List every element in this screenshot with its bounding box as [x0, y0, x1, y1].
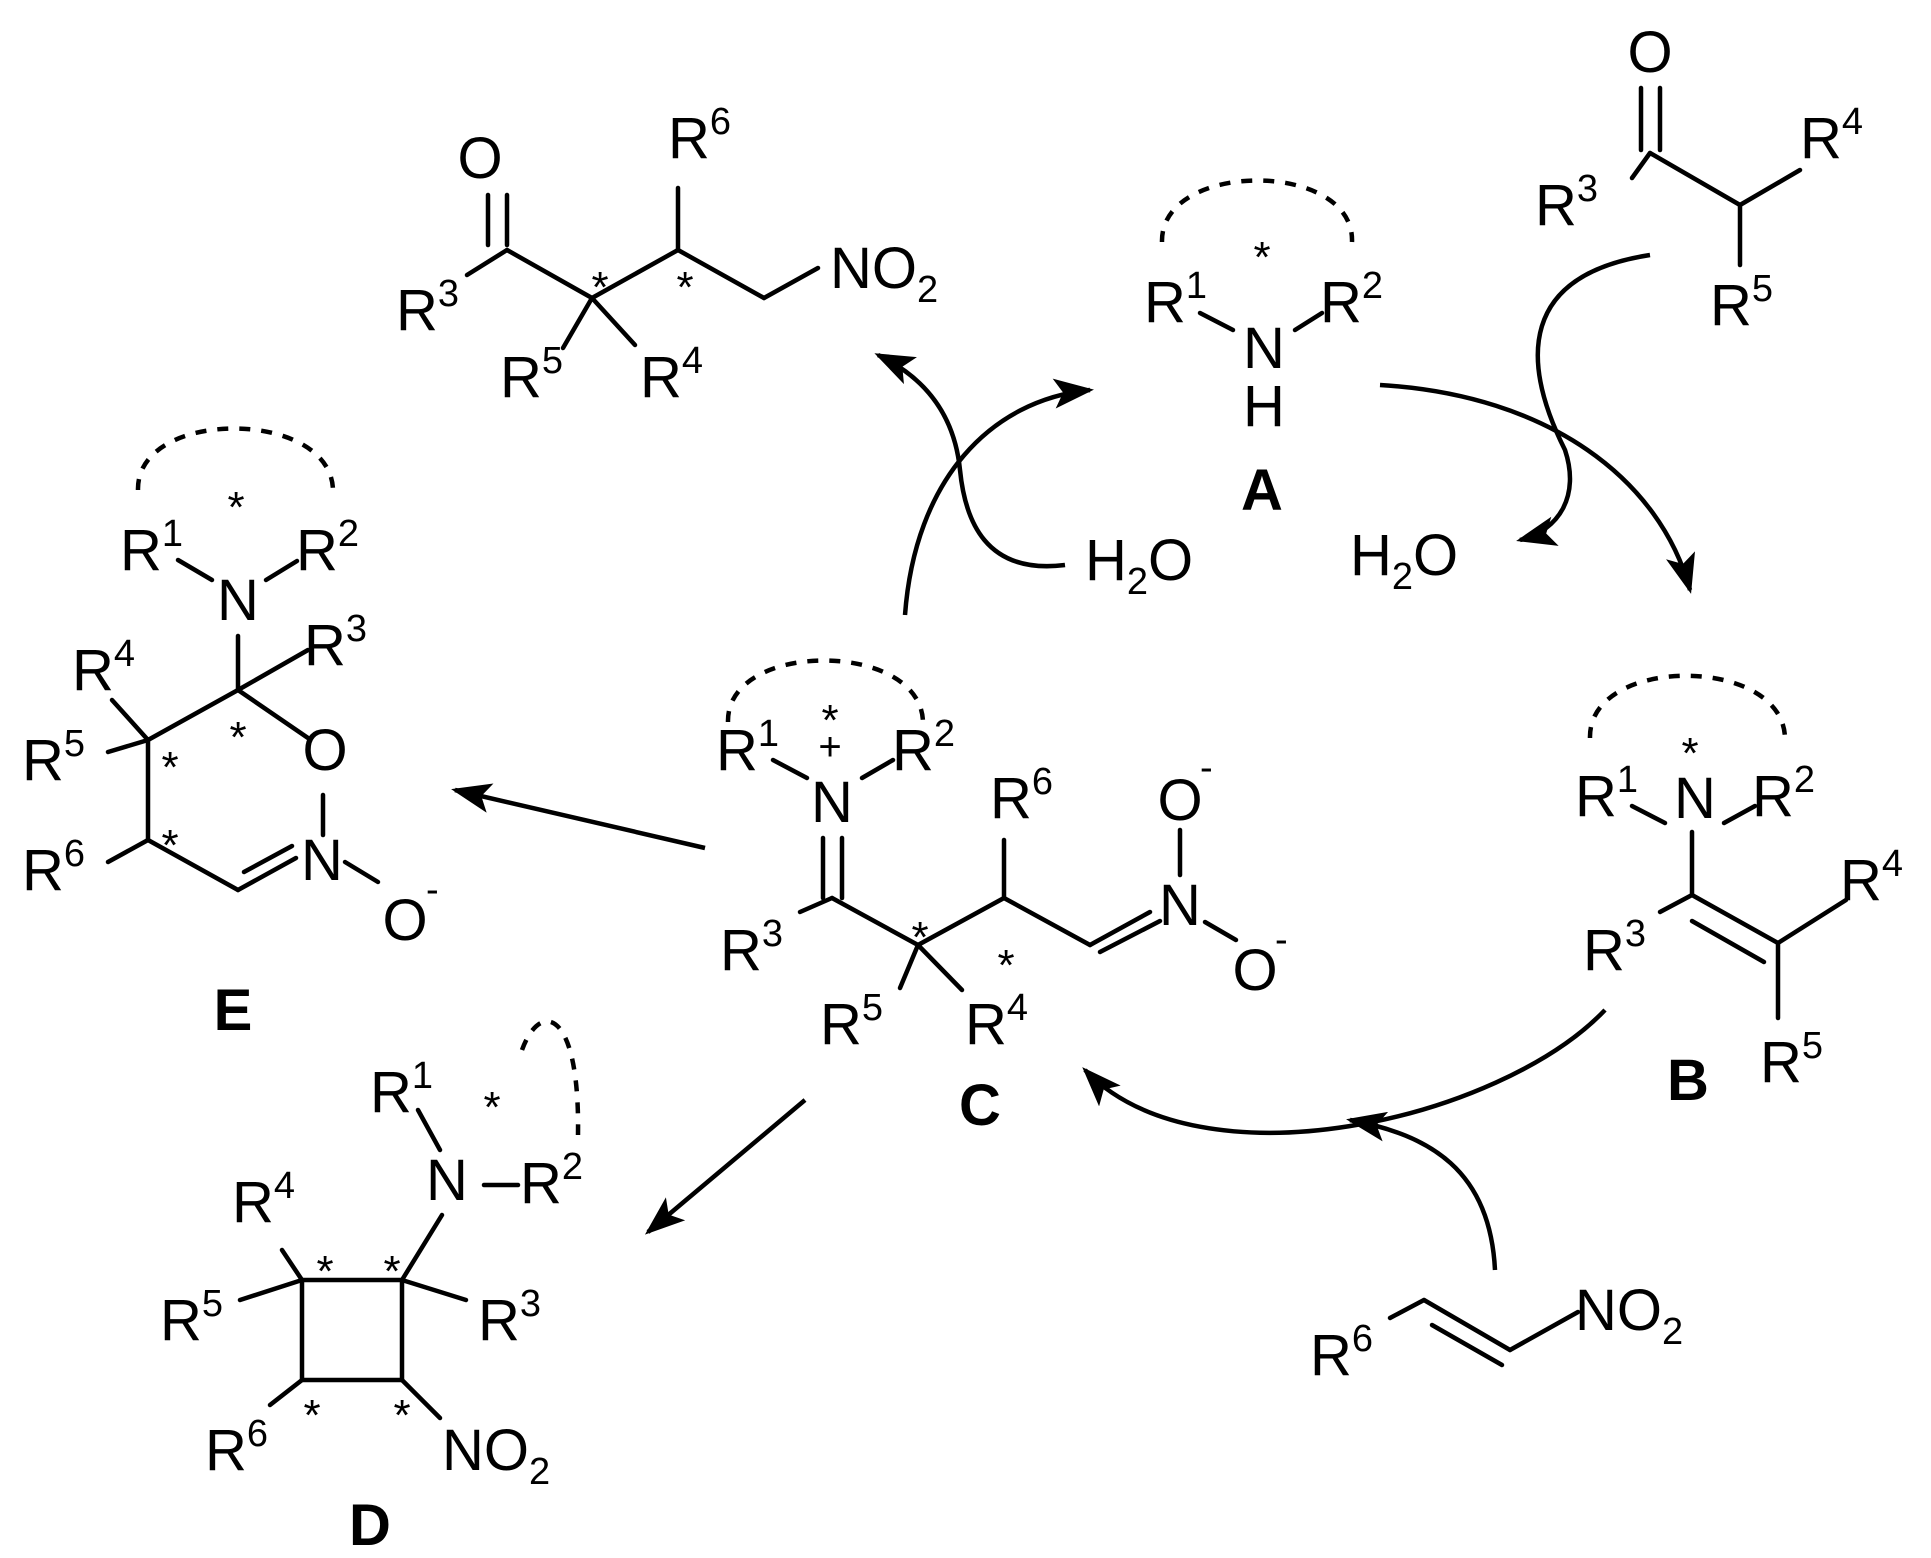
label-e: E — [214, 978, 253, 1043]
c-minus-1: - — [1200, 747, 1213, 789]
e-stereo-2: * — [161, 743, 178, 792]
product-r4: R4 — [640, 340, 703, 410]
e-r4: R4 — [72, 633, 135, 703]
e-stereo-1: * — [229, 713, 246, 762]
d-r3: R3 — [478, 1283, 541, 1353]
b-nitrogen: N — [1674, 766, 1716, 831]
a-r1: R1 — [1144, 265, 1207, 335]
c-stereo-1: * — [911, 913, 928, 962]
nitroalkene-no2: NO2 — [1575, 1278, 1683, 1353]
e-r3: R3 — [304, 608, 367, 678]
c-r6: R6 — [990, 761, 1053, 831]
product-oxygen: O — [457, 126, 502, 191]
c-r4: R4 — [965, 987, 1028, 1057]
d-r1: R1 — [370, 1055, 433, 1125]
c-r1: R1 — [716, 713, 779, 783]
ketone-r4: R4 — [1800, 101, 1863, 171]
ketone-r5: R5 — [1710, 268, 1773, 338]
b-r5: R5 — [1760, 1025, 1823, 1095]
compound-a-amine: * R1 R2 N H A — [1144, 178, 1383, 523]
e-ring-oxygen: O — [302, 718, 347, 783]
c-nitronate-nitrogen: N — [1159, 873, 1201, 938]
b-r3: R3 — [1583, 913, 1646, 983]
d-r4: R4 — [232, 1165, 295, 1235]
ketone-oxygen: O — [1627, 20, 1672, 85]
c-nitrogen: N — [811, 770, 853, 835]
e-stereo-3: * — [161, 821, 178, 870]
arrow-c-to-e — [451, 783, 706, 851]
product-r5: R5 — [500, 340, 563, 410]
e-r6: R6 — [22, 833, 85, 903]
e-exo-oxygen: O — [382, 888, 427, 953]
product-r3: R3 — [396, 273, 459, 343]
nitro-ketone-product: O R3 R6 NO2 R5 R4 * * — [396, 101, 938, 410]
arrow-nitroalkene-in — [1346, 1111, 1498, 1271]
arrow-b-to-c — [1082, 1008, 1607, 1135]
arrow-ketone-in — [1516, 252, 1651, 546]
d-r2: R2 — [520, 1146, 583, 1216]
d-stereo-2: * — [383, 1247, 400, 1296]
product-r6: R6 — [668, 101, 731, 171]
c-stereo-top: * — [821, 696, 838, 745]
c-nitronate-oxygen-2: O — [1232, 938, 1277, 1003]
a-hydrogen: H — [1243, 374, 1285, 439]
e-nitrogen: N — [217, 568, 259, 633]
e-ring-nitrogen: N — [301, 828, 343, 893]
arrow-water-to-product — [874, 352, 1066, 569]
label-d: D — [349, 1493, 391, 1558]
ketone-substrate: O R3 R4 R5 — [1535, 20, 1863, 338]
b-r2: R2 — [1752, 759, 1815, 829]
compound-b-enamine: * R1 R2 N R3 R4 R5 B — [1575, 673, 1903, 1113]
product-stereo-1: * — [591, 263, 608, 312]
a-stereo: * — [1253, 233, 1270, 282]
e-r1: R1 — [120, 513, 183, 583]
d-stereo-4: * — [393, 1391, 410, 1440]
c-r5: R5 — [820, 987, 883, 1057]
e-r5: R5 — [22, 723, 85, 793]
compound-c-iminium-nitronate: * + R1 R2 N * * R3 R6 R5 R4 N O - O - C — [716, 658, 1288, 1138]
b-r4: R4 — [1840, 843, 1903, 913]
reaction-arrows — [451, 252, 1695, 1271]
c-plus-charge: + — [818, 725, 841, 769]
e-r2: R2 — [296, 513, 359, 583]
e-stereo-top: * — [227, 483, 244, 532]
c-minus-2: - — [1275, 919, 1288, 961]
product-no2: NO2 — [830, 236, 938, 311]
product-stereo-2: * — [676, 263, 693, 312]
d-stereo-3: * — [303, 1391, 320, 1440]
d-r6: R6 — [205, 1413, 268, 1483]
ketone-r3: R3 — [1535, 168, 1598, 238]
water-out: H2O — [1350, 523, 1458, 598]
b-r1: R1 — [1575, 759, 1638, 829]
compound-e-oxazine-n-oxide: * R1 R2 N * * * R4 R3 R5 R6 O N O - E — [22, 426, 439, 1043]
label-a: A — [1241, 458, 1283, 523]
label-b: B — [1667, 1048, 1709, 1113]
e-minus: - — [426, 869, 439, 911]
nitroalkene-substrate: R6 NO2 — [1310, 1278, 1683, 1388]
d-no2: NO2 — [442, 1418, 550, 1493]
arrow-c-to-d — [644, 1098, 807, 1235]
a-nitrogen: N — [1243, 316, 1285, 381]
c-stereo-2: * — [997, 941, 1014, 990]
c-nitronate-oxygen-1: O — [1157, 768, 1202, 833]
d-stereo-1: * — [316, 1247, 333, 1296]
a-r2: R2 — [1320, 265, 1383, 335]
arrow-c-to-a — [902, 378, 1094, 616]
d-r5: R5 — [160, 1283, 223, 1353]
label-c: C — [959, 1073, 1001, 1138]
c-r2: R2 — [892, 713, 955, 783]
d-stereo-top: * — [483, 1083, 500, 1132]
water-in: H2O — [1085, 528, 1193, 603]
c-r3: R3 — [720, 913, 783, 983]
nitroalkene-r6: R6 — [1310, 1318, 1373, 1388]
compound-d-cyclobutane: R1 * N R2 * * * * R4 R5 R3 R6 NO2 D — [160, 1019, 583, 1558]
arrow-a-to-b — [1379, 382, 1695, 594]
d-nitrogen: N — [426, 1148, 468, 1213]
b-stereo: * — [1681, 729, 1698, 778]
